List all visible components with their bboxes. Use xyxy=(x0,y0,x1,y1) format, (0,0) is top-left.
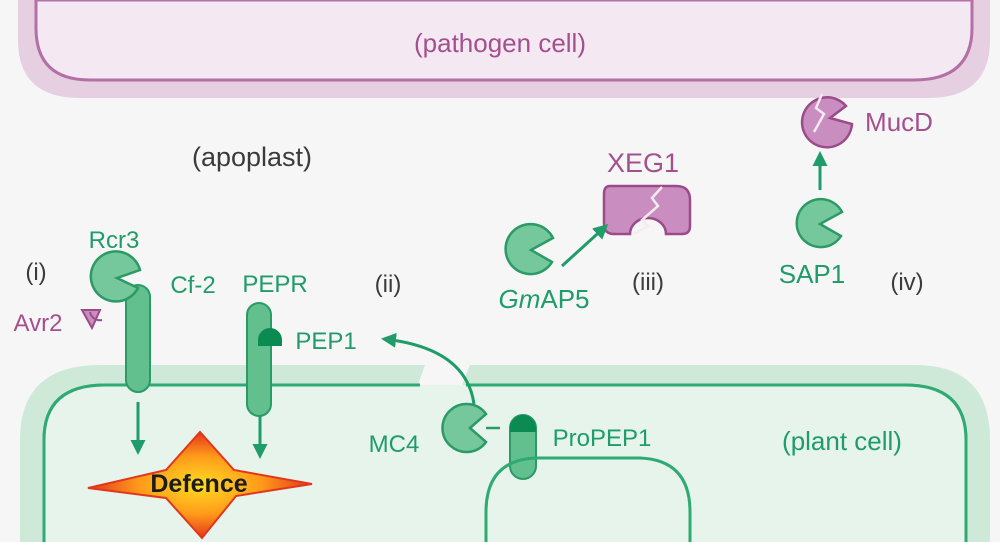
cf2-receptor xyxy=(125,284,151,393)
avr2-label: Avr2 xyxy=(14,310,63,337)
avr2-inhibitor xyxy=(80,309,103,331)
pathogen-cell-label: (pathogen cell) xyxy=(414,28,586,58)
gmap5-label: GmAP5 xyxy=(498,284,589,314)
mucd-protein xyxy=(800,93,854,149)
propep1-label: ProPEP1 xyxy=(553,425,652,452)
sap1-label: SAP1 xyxy=(779,259,846,289)
panel-ii-numeral: (ii) xyxy=(375,271,402,298)
pepr-label: PEPR xyxy=(242,271,307,298)
xeg1-label: XEG1 xyxy=(607,148,679,178)
panel-i-numeral: (i) xyxy=(25,259,46,286)
pep1-release-arrow xyxy=(381,332,476,405)
pep1-peptide xyxy=(258,328,282,346)
sap1-protease xyxy=(795,197,844,249)
rcr3-label: Rcr3 xyxy=(89,227,140,254)
plant-cell-label: (plant cell) xyxy=(782,426,902,456)
propep1-membrane xyxy=(484,456,692,542)
defence-burst xyxy=(87,430,313,540)
plant-cell xyxy=(20,365,990,542)
mc4-label: MC4 xyxy=(369,431,420,458)
apoplast-label: (apoplast) xyxy=(192,142,312,172)
gmap5-protease xyxy=(504,222,555,276)
pathogen-cell xyxy=(18,0,990,98)
mucd-label: MucD xyxy=(865,107,933,137)
panel-iv-numeral: (iv) xyxy=(890,269,923,296)
defence-label: Defence xyxy=(150,470,247,498)
xeg1-protein xyxy=(602,184,692,236)
panel-iii-numeral: (iii) xyxy=(632,269,664,296)
cf2-label: Cf-2 xyxy=(170,272,215,299)
gmap5-xeg1-arrow xyxy=(560,223,609,268)
pepr-receptor xyxy=(246,302,272,417)
rcr3-protease xyxy=(89,250,142,303)
pep1-label: PEP1 xyxy=(295,328,356,355)
mc4-protease xyxy=(441,402,488,454)
propep1-precursor xyxy=(509,414,537,480)
